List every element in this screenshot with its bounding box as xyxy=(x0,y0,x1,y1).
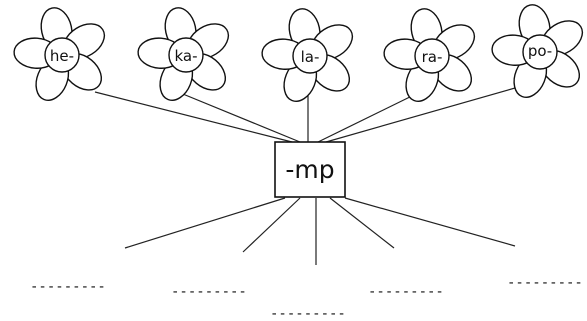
answer-blank-3[interactable]: --------- xyxy=(270,306,346,321)
answer-line-5 xyxy=(344,197,516,247)
flower-label-la: la- xyxy=(301,48,320,66)
flower-he: he- xyxy=(13,7,106,101)
flower-label-he: he- xyxy=(50,47,74,65)
flower-po: po- xyxy=(491,4,584,98)
word-ending-label: -mp xyxy=(285,155,334,184)
flower-la: la- xyxy=(261,8,354,102)
connector-line-5 xyxy=(325,87,516,143)
answer-blank-1[interactable]: --------- xyxy=(30,279,106,295)
flower-icon xyxy=(383,8,476,102)
connector-line-4 xyxy=(317,91,421,143)
answer-blank-2[interactable]: --------- xyxy=(171,284,247,300)
flower-icon xyxy=(261,8,354,102)
answer-line-4 xyxy=(329,197,395,249)
flower-ka: ka- xyxy=(137,7,230,101)
answer-connector-lines xyxy=(124,197,516,265)
answer-line-2 xyxy=(242,197,301,253)
flower-ra: ra- xyxy=(383,8,476,102)
flower-label-ra: ra- xyxy=(422,48,443,66)
flower-label-ka: ka- xyxy=(174,47,197,65)
connector-line-2 xyxy=(177,91,301,143)
word-ending-box: -mp xyxy=(274,141,346,198)
answer-blanks: --------- --------- --------- --------- … xyxy=(30,275,583,321)
flower-connector-lines xyxy=(94,87,516,143)
answer-line-1 xyxy=(124,197,286,249)
flower-icon xyxy=(137,7,230,101)
answer-blank-4[interactable]: --------- xyxy=(368,284,444,300)
flower-label-po: po- xyxy=(528,42,552,60)
answer-blank-5[interactable]: --------- xyxy=(507,275,583,291)
flower-icon xyxy=(491,4,584,98)
flower-icon xyxy=(13,7,106,101)
connector-line-1 xyxy=(94,91,293,143)
